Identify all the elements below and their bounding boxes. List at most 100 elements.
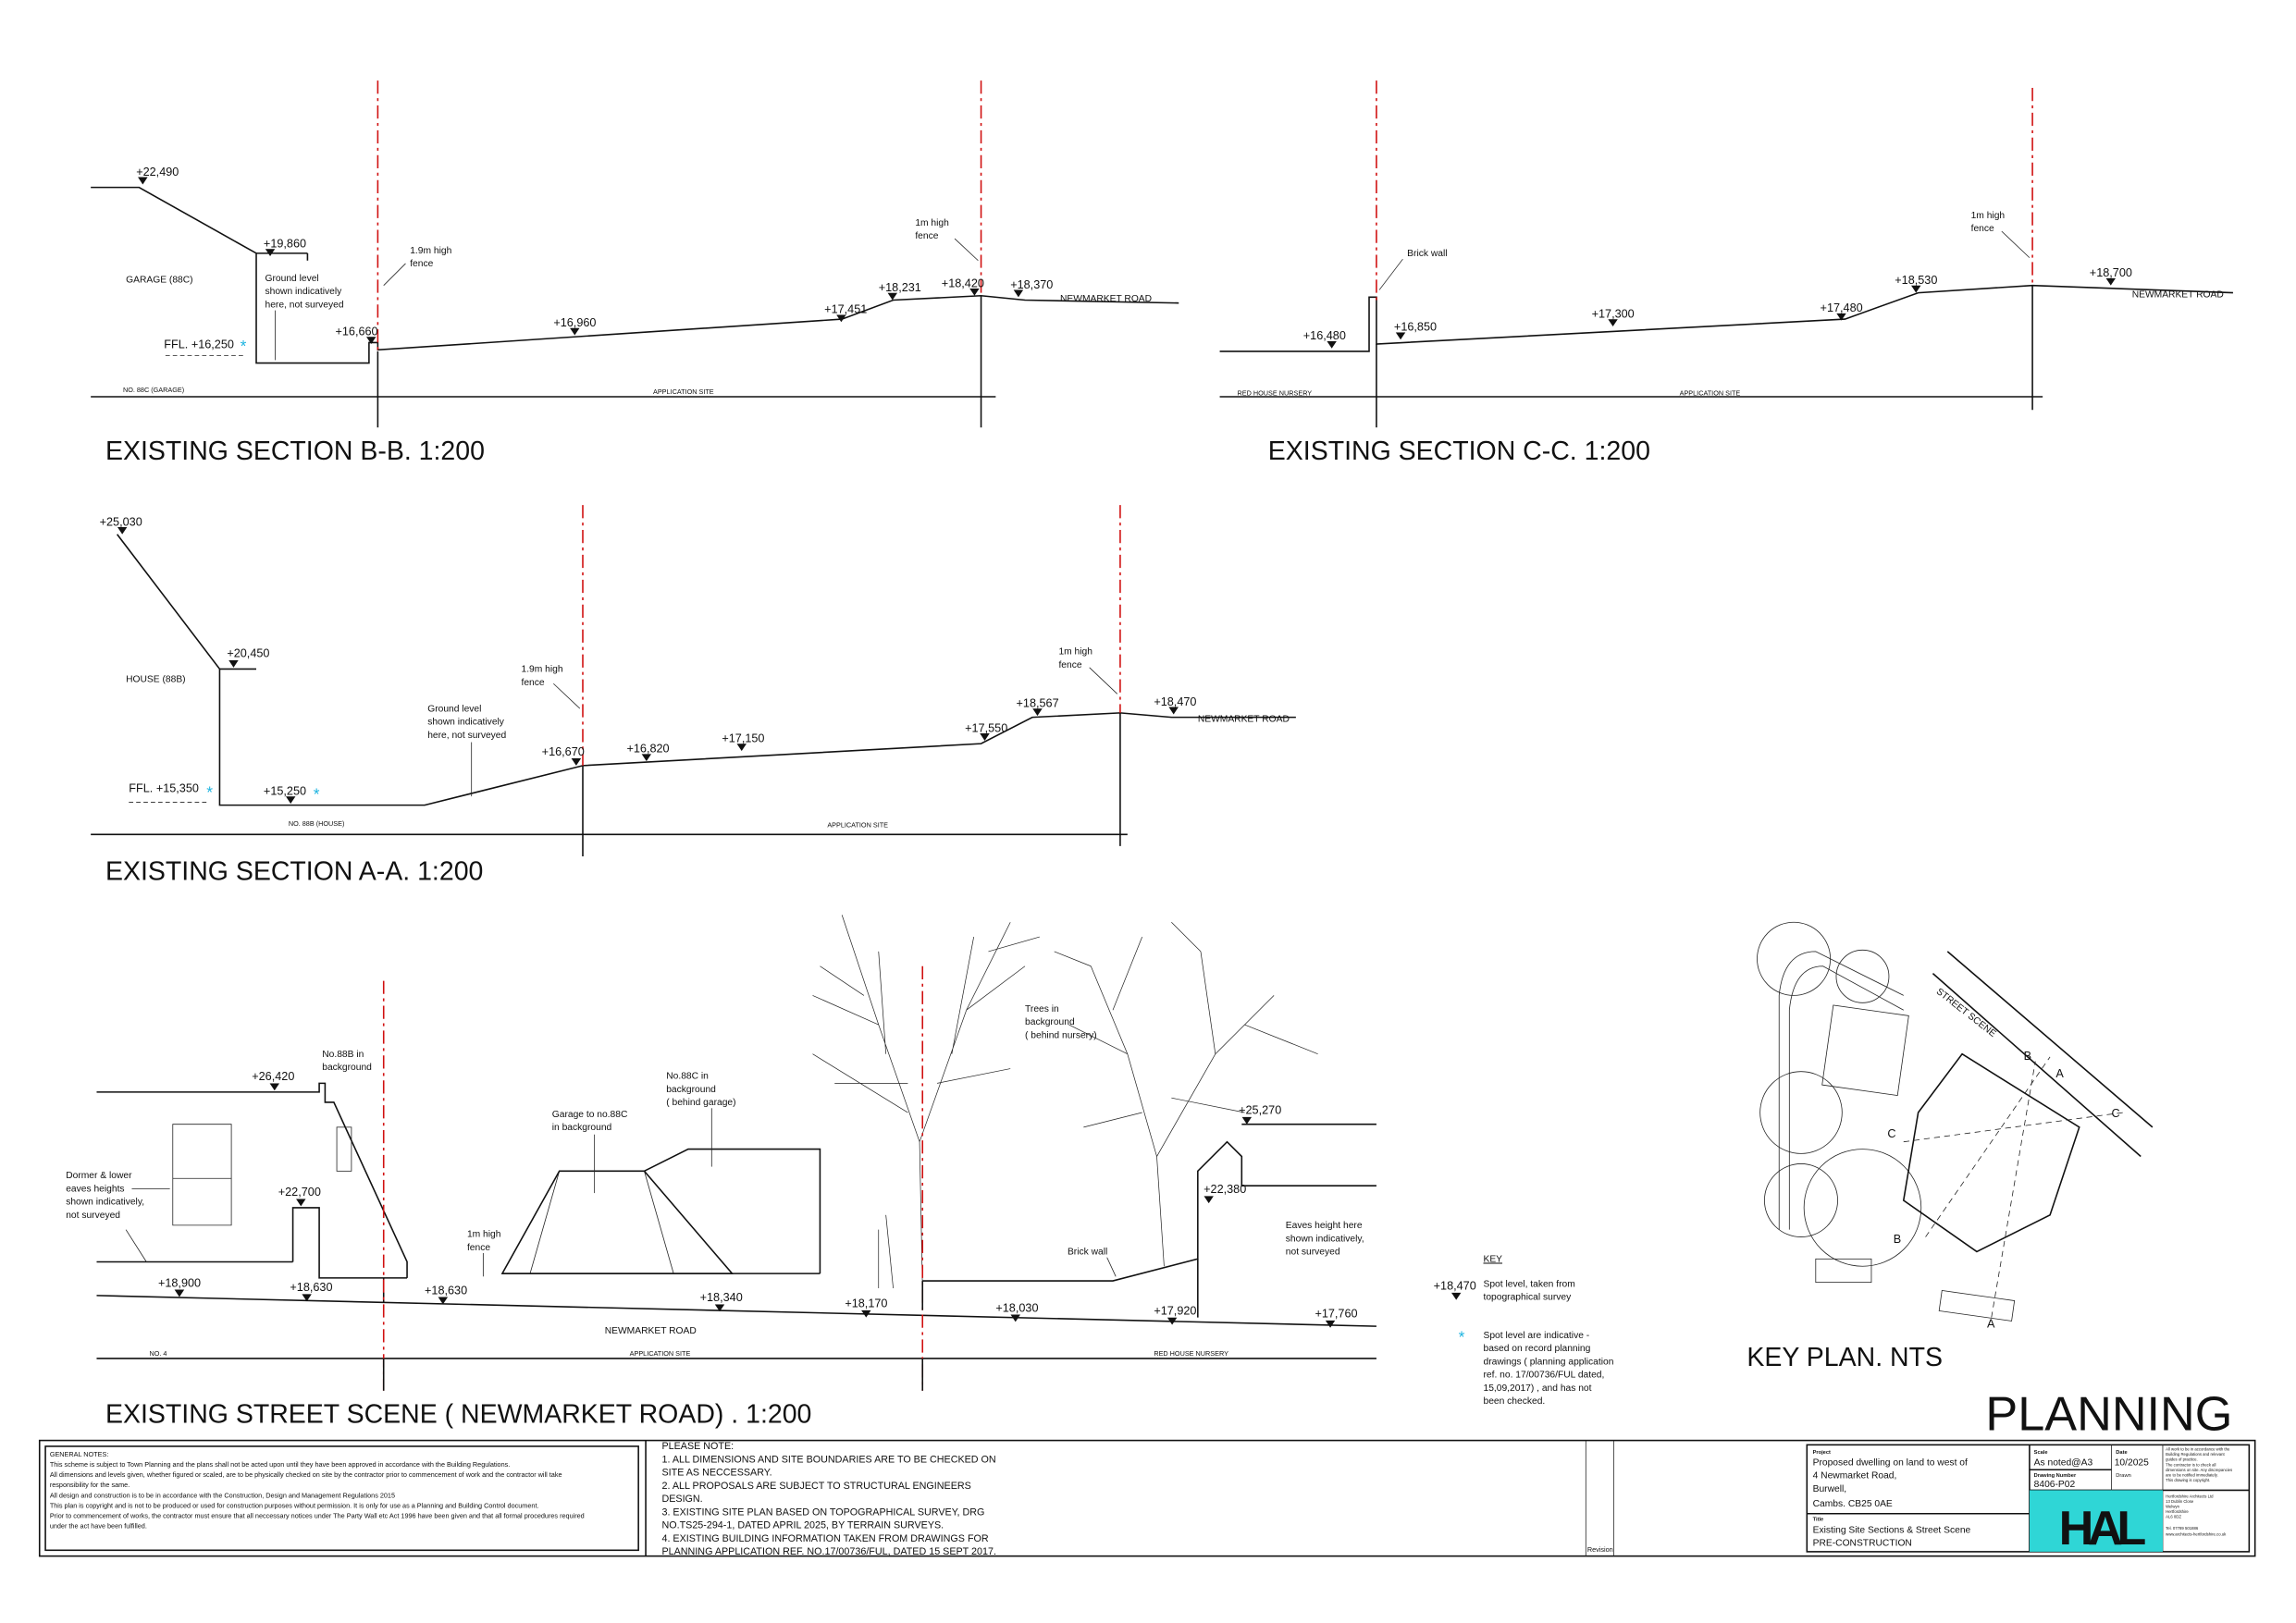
label: ( behind garage) [666, 1098, 735, 1108]
section-cc: +16,480 +16,850 +17,300 +17,480 +18,530 … [1219, 80, 2233, 466]
label: APPLICATION SITE [1680, 388, 1741, 397]
label: Garage to no.88C [552, 1110, 628, 1120]
disclaimer-line: guides of practice. [2166, 1457, 2198, 1462]
indicative-star-icon: * [1459, 1328, 1465, 1346]
label: NO. 88C (GARAGE) [123, 386, 184, 394]
label: HOUSE (88B) [126, 675, 185, 685]
spot-level: +17,920 [1154, 1304, 1196, 1317]
label: been checked. [1483, 1396, 1545, 1407]
label: 1m high [1971, 211, 2006, 221]
spot-level: +18,900 [158, 1276, 201, 1289]
spot-level: +16,850 [1394, 321, 1437, 334]
label: Spot level, taken from [1483, 1279, 1574, 1289]
label: A [1987, 1318, 1995, 1331]
label: background [322, 1063, 372, 1073]
tree-illustration [812, 915, 1318, 1289]
label: shown indicatively [265, 287, 343, 297]
field-label: Drawing Number [2034, 1473, 2077, 1479]
key-title: KEY [1483, 1254, 1502, 1264]
label: shown indicatively [427, 718, 505, 728]
label: 1m high [467, 1230, 501, 1240]
company-line: 13 Dublin Close [2166, 1499, 2194, 1504]
company-line: AL6 0DZ [2166, 1514, 2181, 1518]
label: GARAGE (88C) [126, 276, 192, 286]
note-line: NO.TS25-294-1, DATED APRIL 2025, BY TERR… [661, 1520, 944, 1531]
section-aa: +25,030 +20,450 +15,250 +16,670 +16,820 … [91, 505, 1296, 886]
label: fence [410, 259, 433, 269]
label: here, not surveyed [265, 300, 344, 310]
section-title: EXISTING STREET SCENE ( NEWMARKET ROAD) … [105, 1400, 811, 1430]
website: www.architects-hertfordshire.co.uk [2166, 1531, 2227, 1536]
label: shown indicatively, [1286, 1234, 1364, 1244]
spot-level: +18,700 [2090, 266, 2132, 279]
note-line: All design and construction is to be in … [50, 1491, 395, 1499]
company-line: Hertfordshire [2166, 1509, 2189, 1514]
label: fence [522, 678, 545, 688]
notes-panel: Revision GENERAL NOTES: This scheme is s… [38, 1439, 2256, 1557]
section-bb: +22,490 +19,860 +16,660 +16,960 +17,451 … [91, 80, 1179, 466]
disclaimer-line: The contractor is to check all [2166, 1462, 2216, 1467]
key-plan: STREET SCENE B A C C B A KEY PLAN. NTS [1747, 921, 2154, 1372]
field-label: Drawn [2116, 1473, 2130, 1479]
label: C [2112, 1107, 2120, 1120]
planning-stamp: PLANNING [1985, 1388, 2232, 1442]
label: not surveyed [66, 1211, 120, 1221]
field-label: Scale [2034, 1450, 2048, 1456]
spot-level: +16,480 [1303, 329, 1346, 342]
indicative-star-icon: * [241, 337, 247, 355]
note-line: PLEASE NOTE: [661, 1441, 734, 1452]
label: background [1025, 1017, 1075, 1027]
spot-level: +26,420 [252, 1070, 294, 1083]
label: No.88C in [666, 1072, 709, 1082]
spot-level: +20,450 [227, 647, 269, 660]
label: Spot level are indicative - [1483, 1331, 1589, 1341]
label: fence [915, 231, 938, 241]
spot-level: +22,380 [1204, 1183, 1246, 1196]
label: NEWMARKET ROAD [2132, 289, 2224, 300]
spot-level: +18,231 [879, 281, 921, 294]
label: ref. no. 17/00736/FUL dated, [1483, 1371, 1604, 1381]
label: 1m high [915, 218, 949, 228]
note-line: This plan is copyright and is not to be … [50, 1501, 539, 1509]
spot-level: +18,470 [1154, 695, 1196, 708]
label: topographical survey [1483, 1293, 1572, 1303]
disclaimer-line: dimensions on site. Any discrepancies [2166, 1468, 2232, 1472]
field-label: Date [2116, 1450, 2127, 1456]
spot-level: +18,567 [1017, 697, 1059, 710]
label: APPLICATION SITE [827, 820, 888, 829]
note-line: All dimensions and levels given, whether… [50, 1470, 562, 1479]
note-line: This scheme is subject to Town Planning … [50, 1460, 510, 1469]
label: in background [552, 1123, 612, 1133]
legend-key: KEY +18,470 Spot level, taken from topog… [1434, 1254, 1614, 1407]
please-note: PLEASE NOTE: 1. ALL DIMENSIONS AND SITE … [661, 1441, 995, 1557]
project-line: Cambs. CB25 0AE [1813, 1499, 1893, 1509]
note-line: 4. EXISTING BUILDING INFORMATION TAKEN F… [661, 1533, 988, 1544]
spot-level: +16,960 [553, 316, 596, 329]
label: No.88B in [322, 1050, 364, 1060]
spot-level: +18,370 [1010, 278, 1053, 291]
label: NO. 88B (HOUSE) [289, 819, 345, 828]
label: background [666, 1085, 716, 1095]
project-line: Proposed dwelling on land to west of [1813, 1458, 1968, 1469]
label: 1m high [1058, 647, 1092, 658]
project-line: Burwell, [1813, 1484, 1847, 1494]
project-line: 4 Newmarket Road, [1813, 1471, 1897, 1482]
revision-label: Revision [1587, 1545, 1613, 1554]
note-line: SITE AS NECCESSARY. [661, 1468, 772, 1479]
label: B [1894, 1233, 1901, 1246]
disclaimer-line: All work to be in accordance with the [2166, 1447, 2230, 1452]
label: B [2024, 1050, 2031, 1063]
spot-level: +18,630 [290, 1281, 332, 1294]
company-line: Welwyn [2166, 1504, 2179, 1508]
section-title: EXISTING SECTION B-B. 1:200 [105, 436, 485, 466]
label: Ground level [427, 704, 481, 714]
field-label: Project [1813, 1450, 1831, 1456]
label: shown indicatively, [66, 1198, 144, 1208]
drawing-number: 8406-P02 [2034, 1480, 2076, 1490]
street-scene: +26,420 +22,700 +18,900 +18,630 +18,630 … [66, 915, 1376, 1430]
label: eaves heights [66, 1185, 124, 1195]
label: here, not surveyed [427, 731, 506, 741]
spot-level: +18,420 [942, 277, 984, 289]
label: Brick wall [1068, 1248, 1107, 1258]
